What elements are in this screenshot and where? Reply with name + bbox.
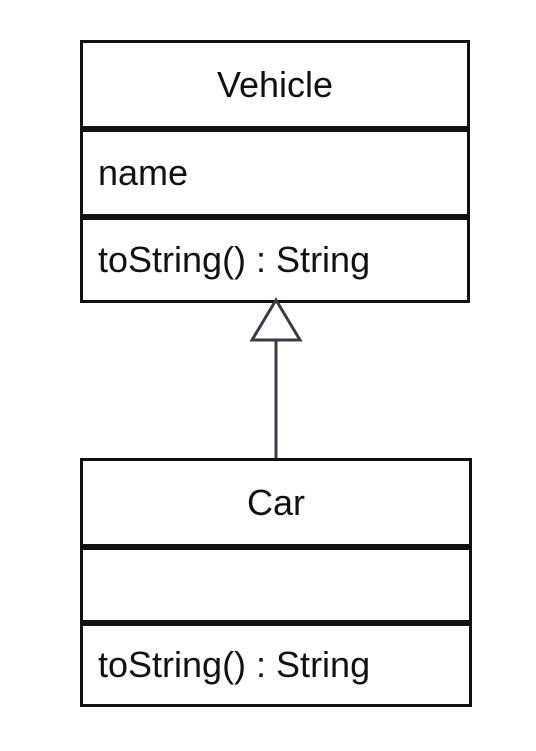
class-name-compartment: Vehicle [83, 43, 467, 126]
class-name-compartment: Car [83, 461, 469, 544]
class-vehicle: Vehicle name toString() : String [80, 40, 470, 303]
operation: toString() : String [98, 644, 371, 685]
attribute: name [98, 152, 189, 193]
class-name: Vehicle [216, 63, 334, 105]
attributes-compartment: name [83, 126, 467, 214]
class-name: Car [246, 481, 305, 523]
hollow-triangle-arrowhead [249, 297, 303, 342]
operations-compartment: toString() : String [83, 214, 467, 300]
attributes-compartment [83, 544, 469, 620]
class-car: Car toString() : String [80, 458, 472, 707]
operation: toString() : String [98, 239, 371, 280]
operations-compartment: toString() : String [83, 620, 469, 704]
